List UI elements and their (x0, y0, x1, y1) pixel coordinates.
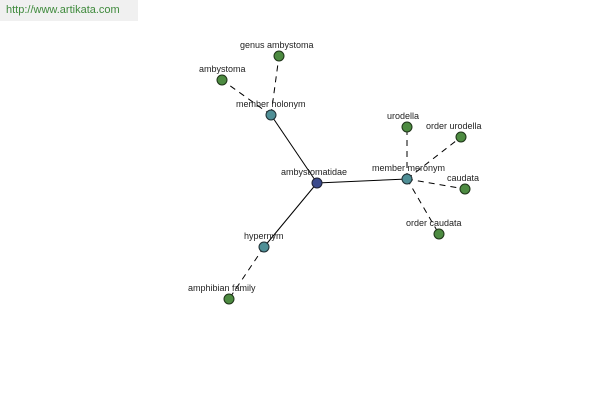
node-urodella-marker[interactable] (401, 121, 413, 133)
node-member-meronym-label[interactable]: member meronym (372, 163, 445, 173)
node-caudata-label[interactable]: caudata (447, 173, 479, 183)
node-order-urodella-label[interactable]: order urodella (426, 121, 482, 131)
node-amphibian-family[interactable]: amphibian family (188, 283, 256, 305)
node-hypernym[interactable]: hypernym (244, 231, 284, 253)
edge-center-to-hypernym (263, 182, 318, 248)
edge-member-holonym-to-ambystoma (221, 79, 272, 116)
node-urodella-label[interactable]: urodella (387, 111, 419, 121)
node-order-caudata-label[interactable]: order caudata (406, 218, 462, 228)
node-order-caudata-marker[interactable] (433, 228, 445, 240)
node-hypernym-label[interactable]: hypernym (244, 231, 284, 241)
node-order-urodella[interactable]: order urodella (426, 121, 482, 143)
node-hypernym-marker[interactable] (258, 241, 270, 253)
node-ambystoma-marker[interactable] (216, 74, 228, 86)
node-caudata[interactable]: caudata (447, 173, 479, 195)
node-urodella[interactable]: urodella (387, 111, 419, 133)
node-member-meronym-marker[interactable] (401, 173, 413, 185)
node-genus-ambystoma-marker[interactable] (273, 50, 285, 62)
node-ambystomatidae-marker[interactable] (311, 177, 323, 189)
node-member-holonym[interactable]: member holonym (236, 99, 306, 121)
edge-center-to-member-meronym (316, 178, 408, 184)
node-member-holonym-marker[interactable] (265, 109, 277, 121)
node-ambystomatidae-label[interactable]: ambystomatidae (281, 167, 347, 177)
edge-member-meronym-to-order-urodella (406, 136, 462, 180)
node-ambystoma[interactable]: ambystoma (199, 64, 246, 86)
source-url[interactable]: http://www.artikata.com (0, 0, 138, 21)
node-member-holonym-label[interactable]: member holonym (236, 99, 306, 109)
node-amphibian-family-marker[interactable] (223, 293, 235, 305)
node-ambystomatidae[interactable]: ambystomatidae (281, 167, 347, 189)
node-ambystoma-label[interactable]: ambystoma (199, 64, 246, 74)
node-member-meronym[interactable]: member meronym (372, 163, 445, 185)
edge-member-meronym-to-caudata (406, 178, 466, 190)
node-amphibian-family-label[interactable]: amphibian family (188, 283, 256, 293)
node-order-caudata[interactable]: order caudata (406, 218, 462, 240)
node-caudata-marker[interactable] (459, 183, 471, 195)
edge-member-holonym-to-genus-ambystoma (270, 55, 280, 116)
node-order-urodella-marker[interactable] (455, 131, 467, 143)
node-genus-ambystoma-label[interactable]: genus ambystoma (240, 40, 314, 50)
node-genus-ambystoma[interactable]: genus ambystoma (240, 40, 314, 62)
edge-center-to-member-holonym (270, 114, 318, 184)
